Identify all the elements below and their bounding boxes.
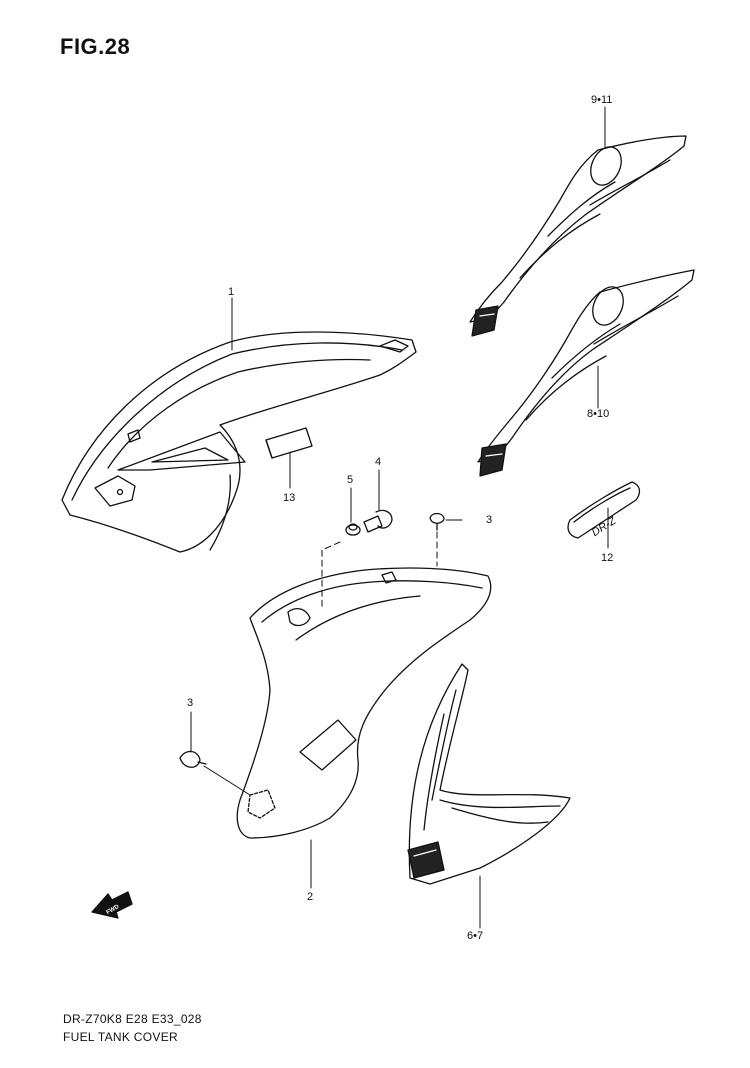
callout-1: 1 [228, 286, 235, 298]
part-13-cushion [265, 427, 313, 459]
diagram-name: FUEL TANK COVER [63, 1030, 178, 1044]
part-4-bolt [363, 509, 393, 533]
callout-13: 13 [283, 492, 296, 504]
part-6-7-side-decal [407, 663, 571, 885]
part-12-emblem [567, 481, 641, 539]
emblem-text: DR-Z [590, 514, 620, 539]
fwd-arrow [91, 891, 133, 919]
part-3-screw-upper [429, 512, 445, 531]
part-3-screw-lower [179, 750, 207, 768]
figure-title: FIG.28 [60, 34, 131, 59]
callout-2: 2 [307, 891, 314, 903]
callout-8-10: 8•10 [587, 408, 610, 420]
callout-4: 4 [375, 456, 382, 468]
callout-3-lower: 3 [187, 697, 194, 709]
callout-6-7: 6•7 [467, 930, 484, 942]
leader-lines [190, 106, 609, 929]
callout-9-11: 9•11 [591, 94, 613, 106]
part-2-tank-cover-lower [236, 567, 492, 839]
callout-5: 5 [347, 474, 354, 486]
diagram-code: DR-Z70K8 E28 E33_028 [63, 1012, 202, 1026]
part-8-10-lower-stripe [477, 269, 695, 477]
callout-3-upper: 3 [486, 514, 493, 526]
part-5-collar [345, 523, 361, 536]
part-9-11-upper-stripe [469, 135, 687, 337]
part-1-tank-cover-upper [61, 331, 417, 553]
callout-12: 12 [601, 552, 614, 564]
